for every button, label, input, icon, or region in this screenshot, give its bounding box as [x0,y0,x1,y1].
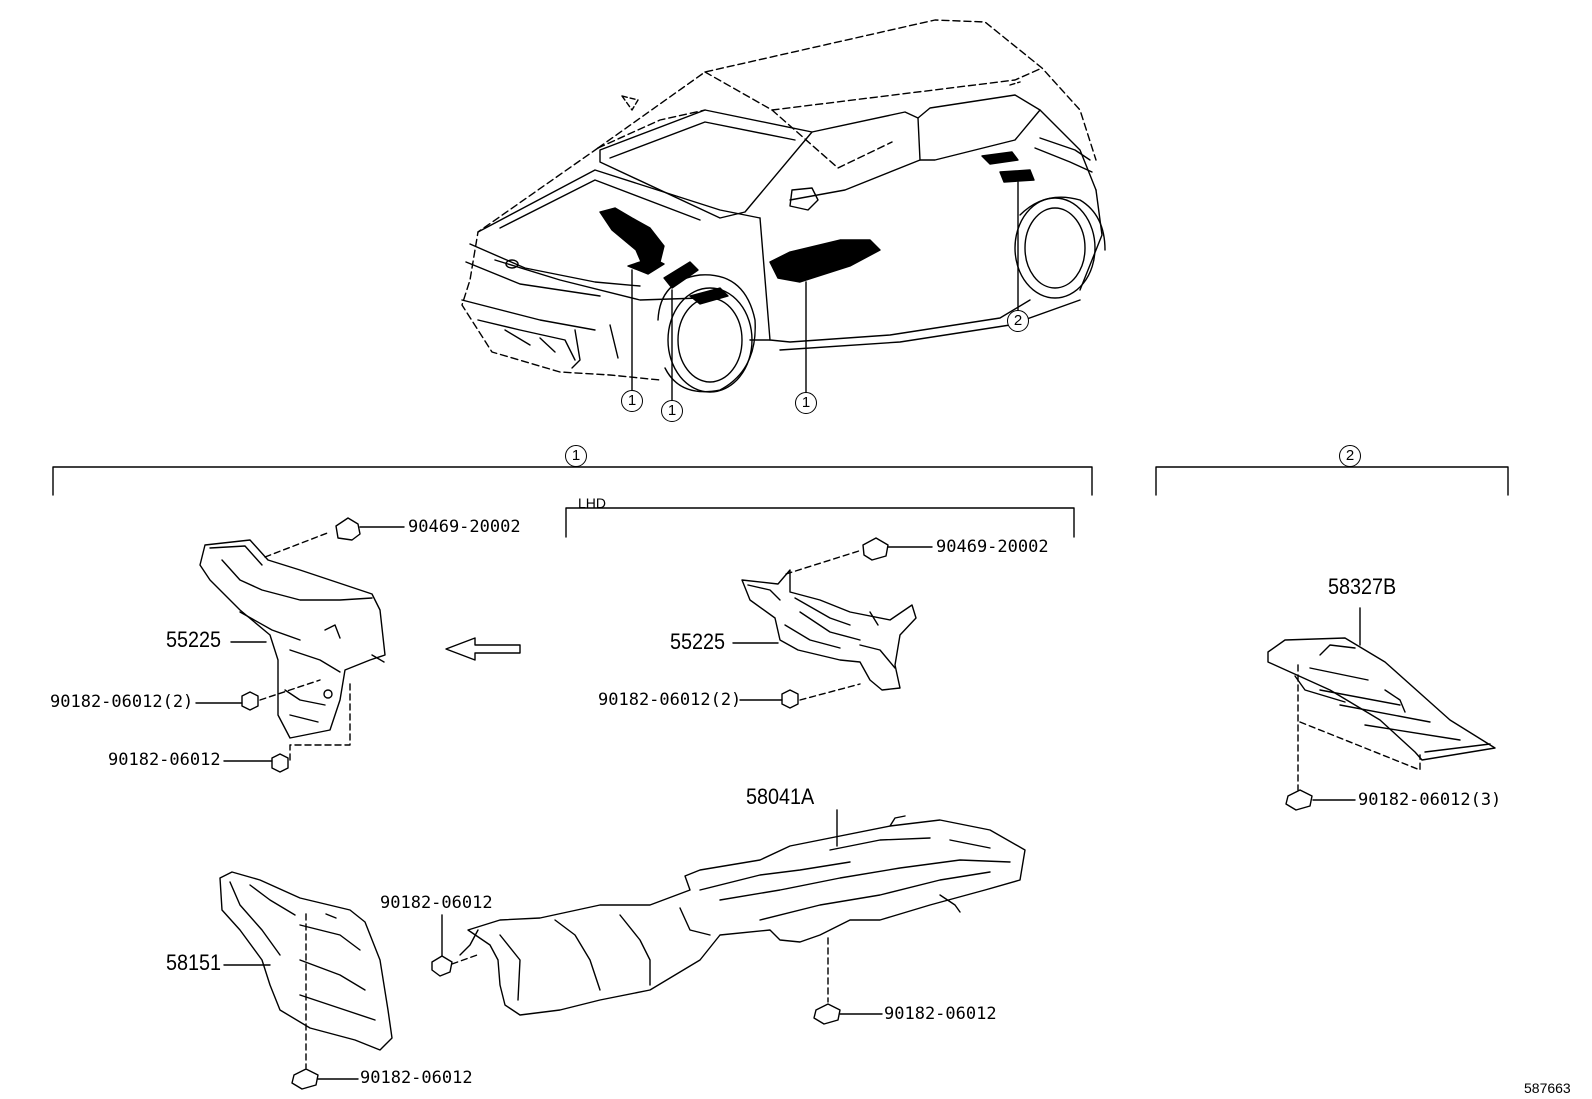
part-55225-right: 55225 [670,629,726,654]
shield-58041a [431,809,1026,1025]
direction-arrow [445,637,521,661]
part-90182-06012-58151: 90182-06012 [360,1068,473,1088]
part-90182-06012-58041a-left: 90182-06012 [380,893,493,913]
callout-1-a: 1 [621,390,643,412]
part-55225-left: 55225 [166,627,222,652]
part-90182-06012-2-right: 90182-06012(2) [598,690,742,710]
part-90182-06012-2-left: 90182-06012(2) [50,692,194,712]
diagram-number: 587663 [1524,1080,1571,1096]
car-illustration [461,19,1106,393]
group-1-callout: 1 [565,445,587,467]
shield-58327b [1267,607,1496,811]
part-90182-06012-58041a-bottom: 90182-06012 [884,1004,997,1024]
part-58151: 58151 [166,950,222,975]
shield-58151 [219,871,393,1090]
part-58327b: 58327B [1328,574,1397,599]
part-90182-06012-3: 90182-06012(3) [1358,790,1502,810]
part-90469-20002-right: 90469-20002 [936,537,1049,557]
shield-55225-right [732,537,933,709]
shield-55225-left [195,517,405,773]
part-90182-06012-left: 90182-06012 [108,750,221,770]
group-2-callout: 2 [1339,445,1361,467]
callout-2-a: 2 [1007,310,1029,332]
car-shield-highlights [599,151,1035,305]
lhd-label: LHD [578,495,607,511]
callout-1-c: 1 [795,392,817,414]
callout-1-b: 1 [661,400,683,422]
part-58041a: 58041A [746,784,815,809]
part-90469-20002-left: 90469-20002 [408,517,521,537]
group-brackets [52,466,1509,538]
car-leaders [631,181,1019,401]
